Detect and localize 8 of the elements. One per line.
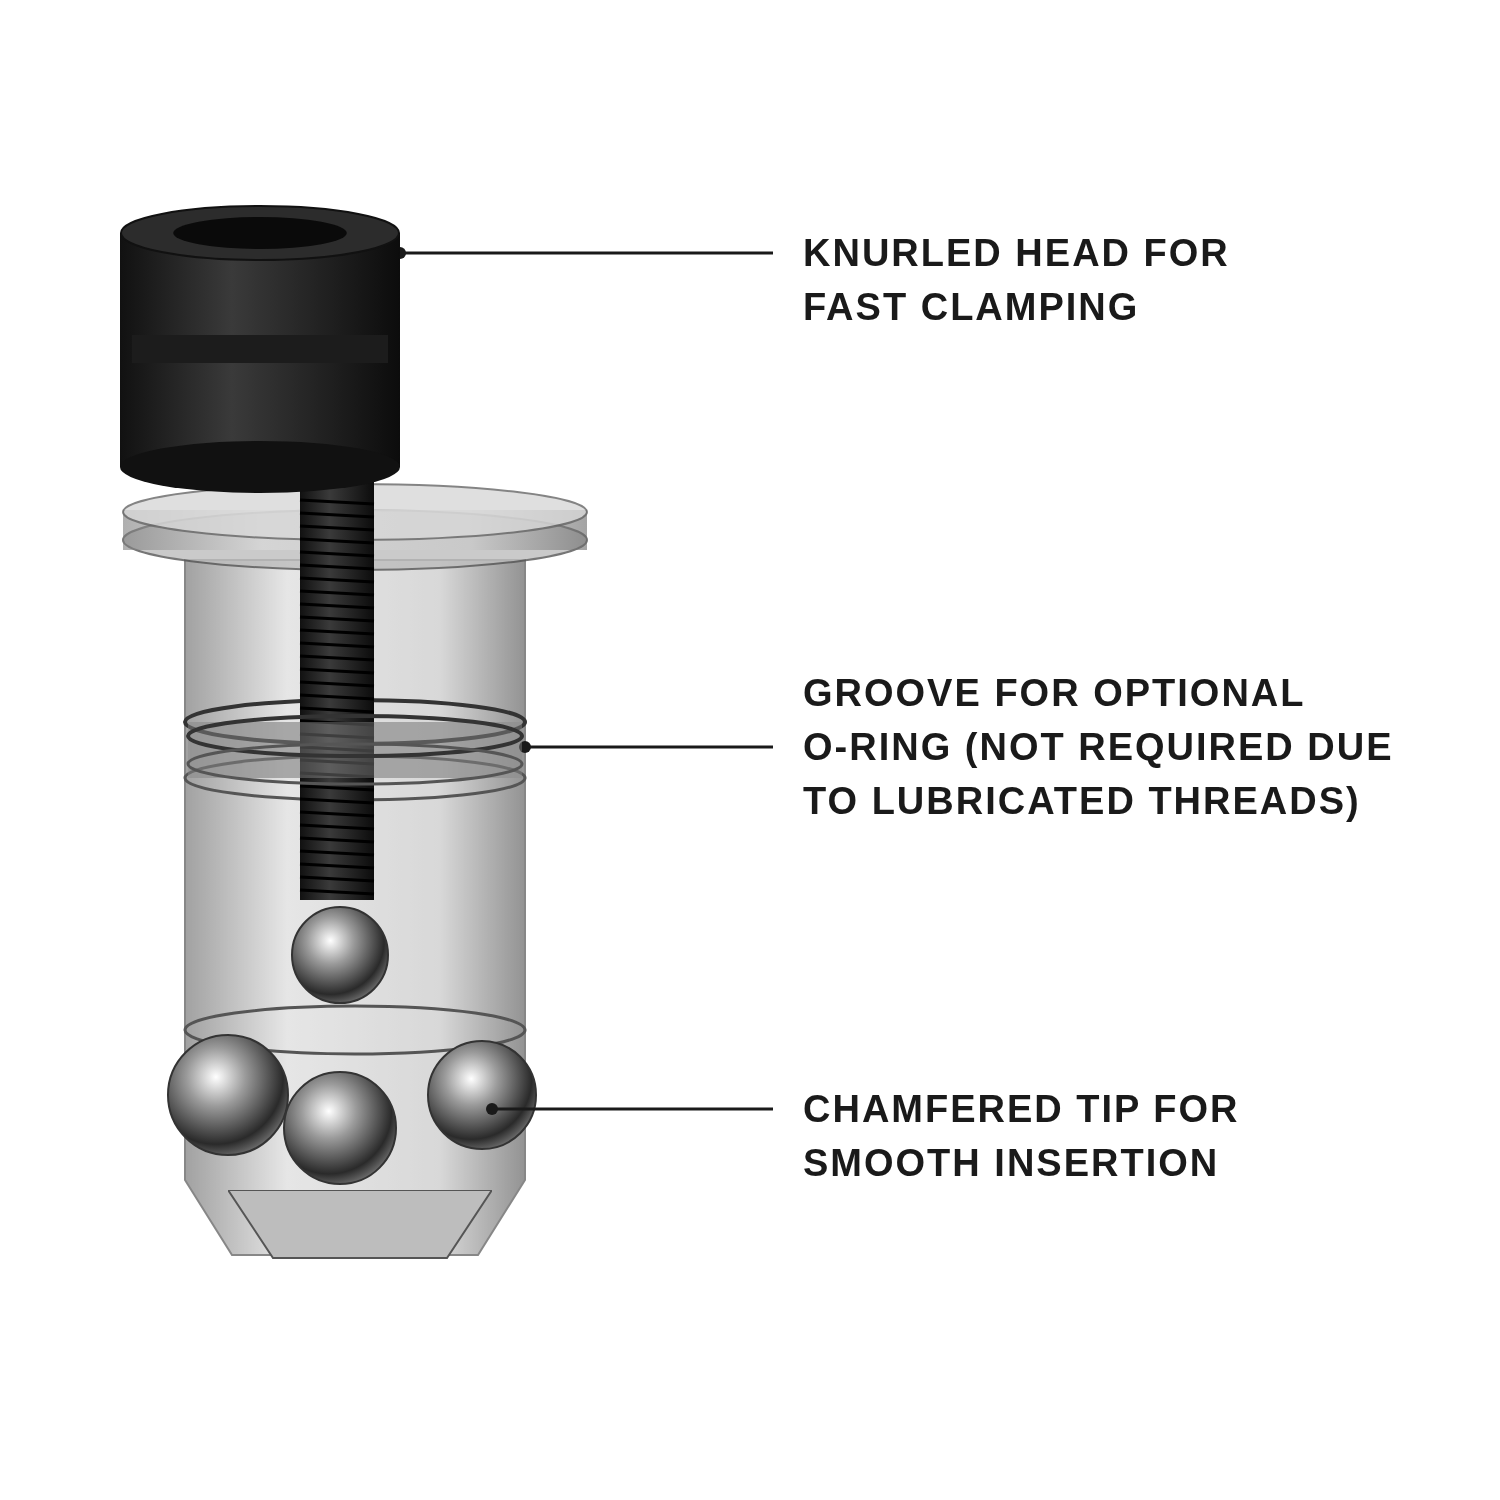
leader-line [519,741,773,753]
knurled-head [120,205,400,495]
leader-line [486,1103,773,1115]
chamfered-tip [228,1190,492,1260]
callout-text: GROOVE FOR OPTIONAL O-RING (NOT REQUIRED DUE TO LUBRICATED THREADS) [803,666,1443,831]
callout-text: CHAMFERED TIP FOR SMOOTH INSERTION [803,1082,1323,1192]
callout-text: KNURLED HEAD FOR FAST CLAMPING [803,226,1303,336]
o-ring-groove [185,712,525,788]
